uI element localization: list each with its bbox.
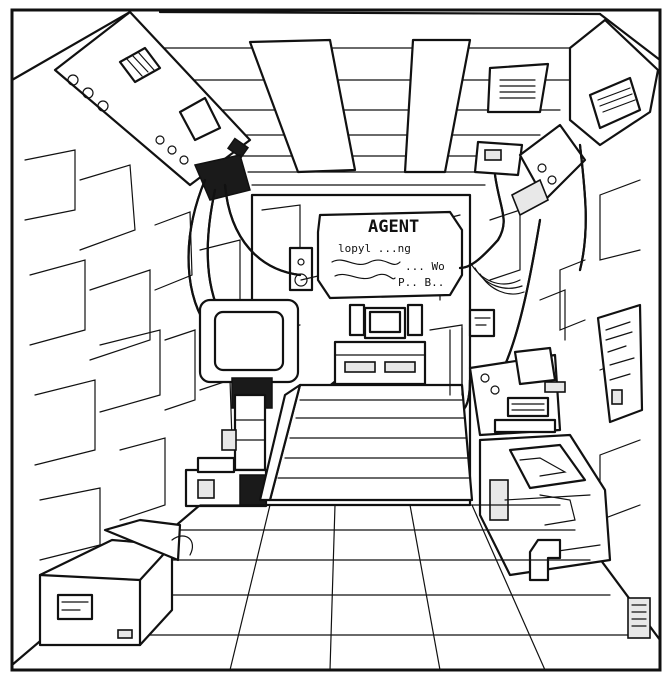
back-wall-computer-desk [333,303,463,396]
agent-wall-sign: AGENT lopyl ...ng ... Wo P.. B.. [316,210,464,300]
floor-tiles [89,504,651,671]
ceiling [159,38,599,186]
vent-grille [118,46,162,84]
right-machine-console [468,346,566,437]
right-screen-panel [568,18,660,147]
sign-title: AGENT [368,217,419,237]
ceiling-light-left [248,38,357,174]
wall-switch-box [288,246,319,292]
back-wall-poster [468,308,496,338]
ceiling-panel-left [53,10,252,201]
wall-notice-paper [596,303,644,424]
ceiling-light-right [403,38,472,174]
sign-line2: ... Wo [405,260,445,273]
crt-screen [213,310,285,372]
sign-line1: lopyl ...ng [338,242,411,255]
upper-right-box [486,62,550,114]
cardboard-box [38,518,193,647]
crt-monitor-robot-arm [184,298,300,508]
sign-line3: P.. B.. [398,276,444,289]
ceiling-panel-right [473,18,660,217]
staircase [258,383,474,502]
